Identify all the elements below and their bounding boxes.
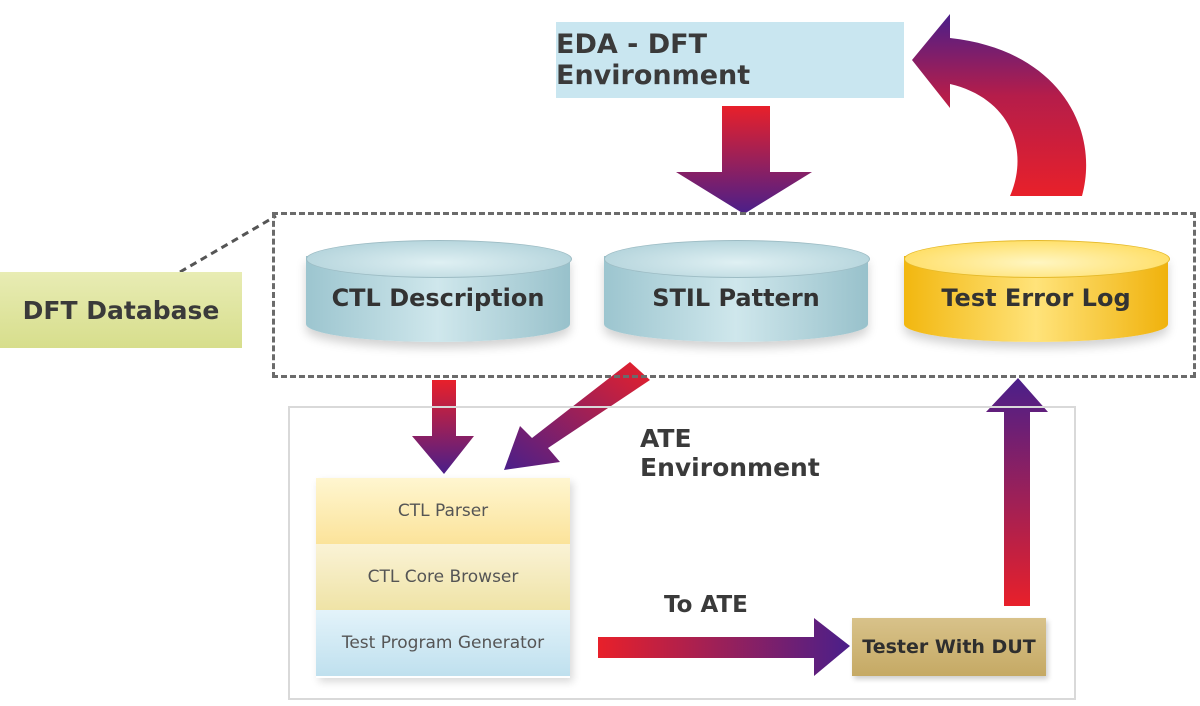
- test-error-log-cylinder: Test Error Log: [904, 236, 1170, 356]
- stil-pattern-cylinder: STIL Pattern: [604, 236, 870, 356]
- ate-environment-title: ATE Environment: [640, 424, 820, 482]
- ctl-parser-layer: CTL Parser: [316, 478, 570, 544]
- eda-dft-environment-box: EDA - DFT Environment: [556, 22, 904, 98]
- stil-pattern-label: STIL Pattern: [652, 284, 820, 312]
- eda-dft-environment-label: EDA - DFT Environment: [556, 29, 751, 91]
- ate-software-stack: CTL Parser CTL Core Browser Test Program…: [316, 478, 570, 678]
- arrow-error-log-to-eda: [912, 14, 1087, 196]
- arrow-stil-to-parser: [504, 362, 650, 470]
- dft-database-box: DFT Database: [0, 272, 242, 348]
- to-ate-label: To ATE: [664, 592, 748, 618]
- tester-with-dut-label: Tester With DUT: [862, 636, 1036, 658]
- dft-database-region: [272, 212, 1196, 378]
- arrow-eda-to-database: [676, 106, 812, 214]
- ctl-core-browser-layer: CTL Core Browser: [316, 544, 570, 610]
- dft-database-label: DFT Database: [22, 295, 220, 325]
- ctl-description-label: CTL Description: [331, 284, 545, 312]
- arrow-ctl-to-parser: [412, 380, 474, 474]
- dft-database-connector: [179, 214, 277, 274]
- ctl-description-cylinder: CTL Description: [306, 236, 572, 356]
- test-program-generator-layer: Test Program Generator: [316, 610, 570, 676]
- ate-environment-region: [288, 406, 1076, 700]
- tester-with-dut-box: Tester With DUT: [852, 618, 1046, 676]
- test-error-log-label: Test Error Log: [941, 284, 1131, 312]
- arrow-to-ate: [598, 618, 850, 676]
- arrow-tester-to-error-log: [986, 378, 1048, 606]
